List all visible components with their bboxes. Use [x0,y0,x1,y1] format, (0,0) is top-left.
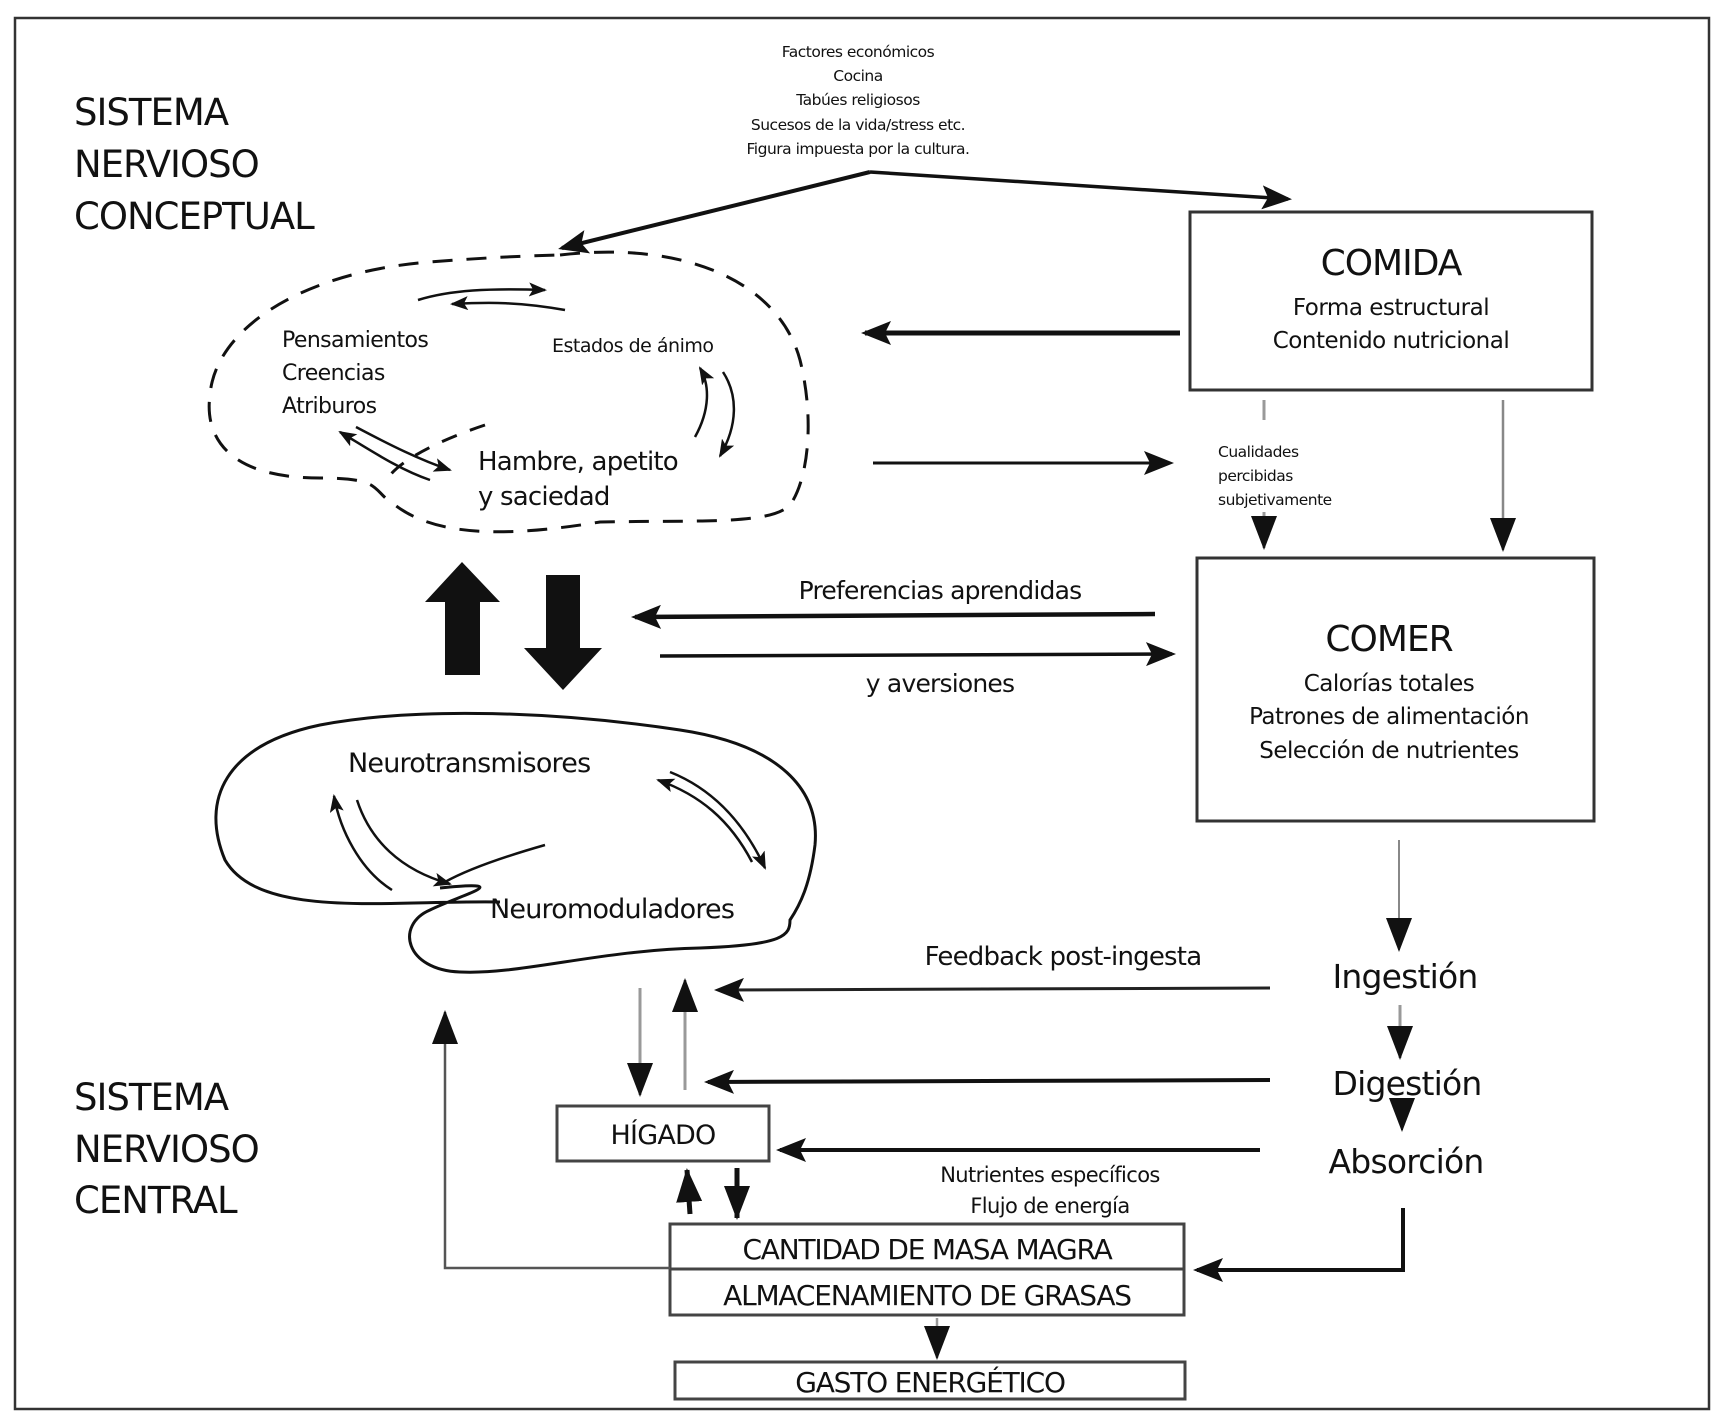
cognition-label: Pensamientos [282,328,428,353]
cloud-arrow-top-right [417,282,547,302]
comida-box [1188,210,1594,392]
feedback-arrow [714,977,1271,1002]
hunger-label: y saciedad [478,482,610,512]
cognition-label: Atriburos [282,394,377,419]
mood-label: Estados de ánimo [552,335,714,357]
external-factor: Figura impuesta por la cultura. [747,140,970,158]
region-title-conceptual: SISTEMA NERVIOSO CONCEPTUAL [74,91,316,238]
fat-storage-label: ALMACENAMIENTO DE GRASAS [723,1279,1131,1312]
qualities-label: percibidas [1218,467,1293,485]
region-title-line: SISTEMA [74,1076,229,1119]
external-factor: Cocina [833,67,882,85]
external-factor: Sucesos de la vida/stress etc. [751,116,965,134]
absorption-to-stack-arrow [1193,1208,1405,1282]
hunger-label: Hambre, apetito [478,447,678,477]
comida-line: Contenido nutricional [1273,328,1510,354]
brain-arrow-right-down [669,770,767,870]
cognition-label: Creencias [282,361,385,386]
external-factors-list: Factores económicos Cocina Tabúes religi… [747,43,970,158]
region-title-line: SISTEMA [74,91,229,134]
comer-title: COMER [1325,619,1452,660]
lean-mass-label: CANTIDAD DE MASA MAGRA [742,1233,1112,1266]
qualities-labels: Cualidades percibidas subjetivamente [1218,443,1332,509]
comida-line: Forma estructural [1293,295,1489,321]
liver-box [555,1104,771,1163]
neuromodulators-label: Neuromoduladores [490,894,734,925]
stack-to-liver-arrow [676,1168,703,1215]
nutrients-label: Flujo de energía [970,1194,1129,1218]
region-title-line: CONCEPTUAL [74,195,315,238]
cloud-arrow-mood-down [718,371,736,458]
aversions-label: y aversiones [866,669,1014,698]
digestion-to-liver-arrow [704,1069,1271,1094]
cloud-arrow-mood-up [693,366,715,438]
energy-expenditure-label: GASTO ENERGÉTICO [795,1365,1065,1399]
brain-outline [214,711,817,974]
brain-to-comer-arrow [659,642,1176,667]
region-title-line: NERVIOSO [74,1128,259,1171]
factors-to-cloud-arrow [558,170,871,254]
region-title-central: SISTEMA NERVIOSO CENTRAL [74,1076,260,1222]
brain-fold [444,843,546,884]
brain-arrow-left-up [329,794,393,892]
conceptual-cloud-inner-dash [386,423,486,479]
big-down-arrow [524,575,602,690]
neurotransmitters-label: Neurotransmisores [348,748,590,779]
brain-arrow-right-up [656,778,754,863]
stack-to-brain-arrow [432,1010,670,1270]
process-step-digestion: Digestión [1332,1064,1481,1103]
liver-label: HÍGADO [611,1119,716,1151]
fat-storage-box [668,1267,1186,1317]
comer-line: Calorías totales [1304,671,1475,697]
cloud-arrow-to-cognition [338,430,431,482]
cloud-arrow-to-hunger [355,425,452,472]
process-step-absorption: Absorción [1329,1142,1484,1181]
comer-box [1195,556,1596,823]
feedback-label: Feedback post-ingesta [925,942,1202,972]
nutrients-label: Nutrientes específicos [940,1163,1160,1187]
brain-arrow-left-down [355,799,452,887]
external-factor: Factores económicos [782,43,935,61]
external-factor: Tabúes religiosos [795,91,920,109]
cloud-arrow-top-left [450,296,566,312]
qualities-label: subjetivamente [1218,491,1332,509]
comer-line: Selección de nutrientes [1259,738,1518,764]
energy-expenditure-box [673,1360,1187,1401]
cognition-labels: Pensamientos Creencias Atriburos [282,328,429,419]
comer-to-brain-arrow [631,604,1156,629]
outer-frame [13,16,1711,1411]
qualities-label: Cualidades [1218,443,1299,461]
comer-line: Patrones de alimentación [1249,704,1529,730]
big-up-arrow [425,562,500,675]
factors-to-comida-arrow [869,170,1292,210]
process-step-ingestion: Ingestión [1332,957,1477,996]
comida-title: COMIDA [1321,243,1463,284]
hunger-labels: Hambre, apetito y saciedad [478,447,679,512]
learned-preferences-label: Preferencias aprendidas [799,576,1082,605]
region-title-line: NERVIOSO [74,143,259,186]
region-title-line: CENTRAL [74,1179,238,1222]
